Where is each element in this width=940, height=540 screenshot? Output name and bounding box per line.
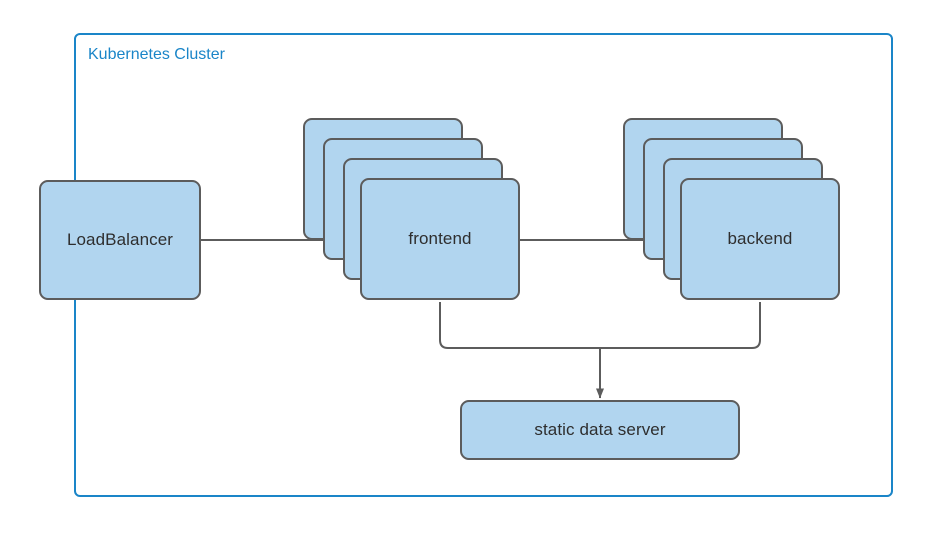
node-frontend[interactable]: frontend <box>303 118 523 303</box>
backend-replica-card-front[interactable]: backend <box>680 178 840 300</box>
node-frontend-label: frontend <box>408 229 472 248</box>
node-static-data-server[interactable]: static data server <box>460 400 740 460</box>
node-static-data-server-label: static data server <box>534 420 666 439</box>
cluster-label: Kubernetes Cluster <box>88 46 225 63</box>
node-loadbalancer[interactable]: LoadBalancer <box>39 180 201 300</box>
node-loadbalancer-label: LoadBalancer <box>66 230 174 249</box>
frontend-replica-card-front[interactable]: frontend <box>360 178 520 300</box>
node-backend-label: backend <box>727 229 793 248</box>
node-backend[interactable]: backend <box>623 118 843 303</box>
